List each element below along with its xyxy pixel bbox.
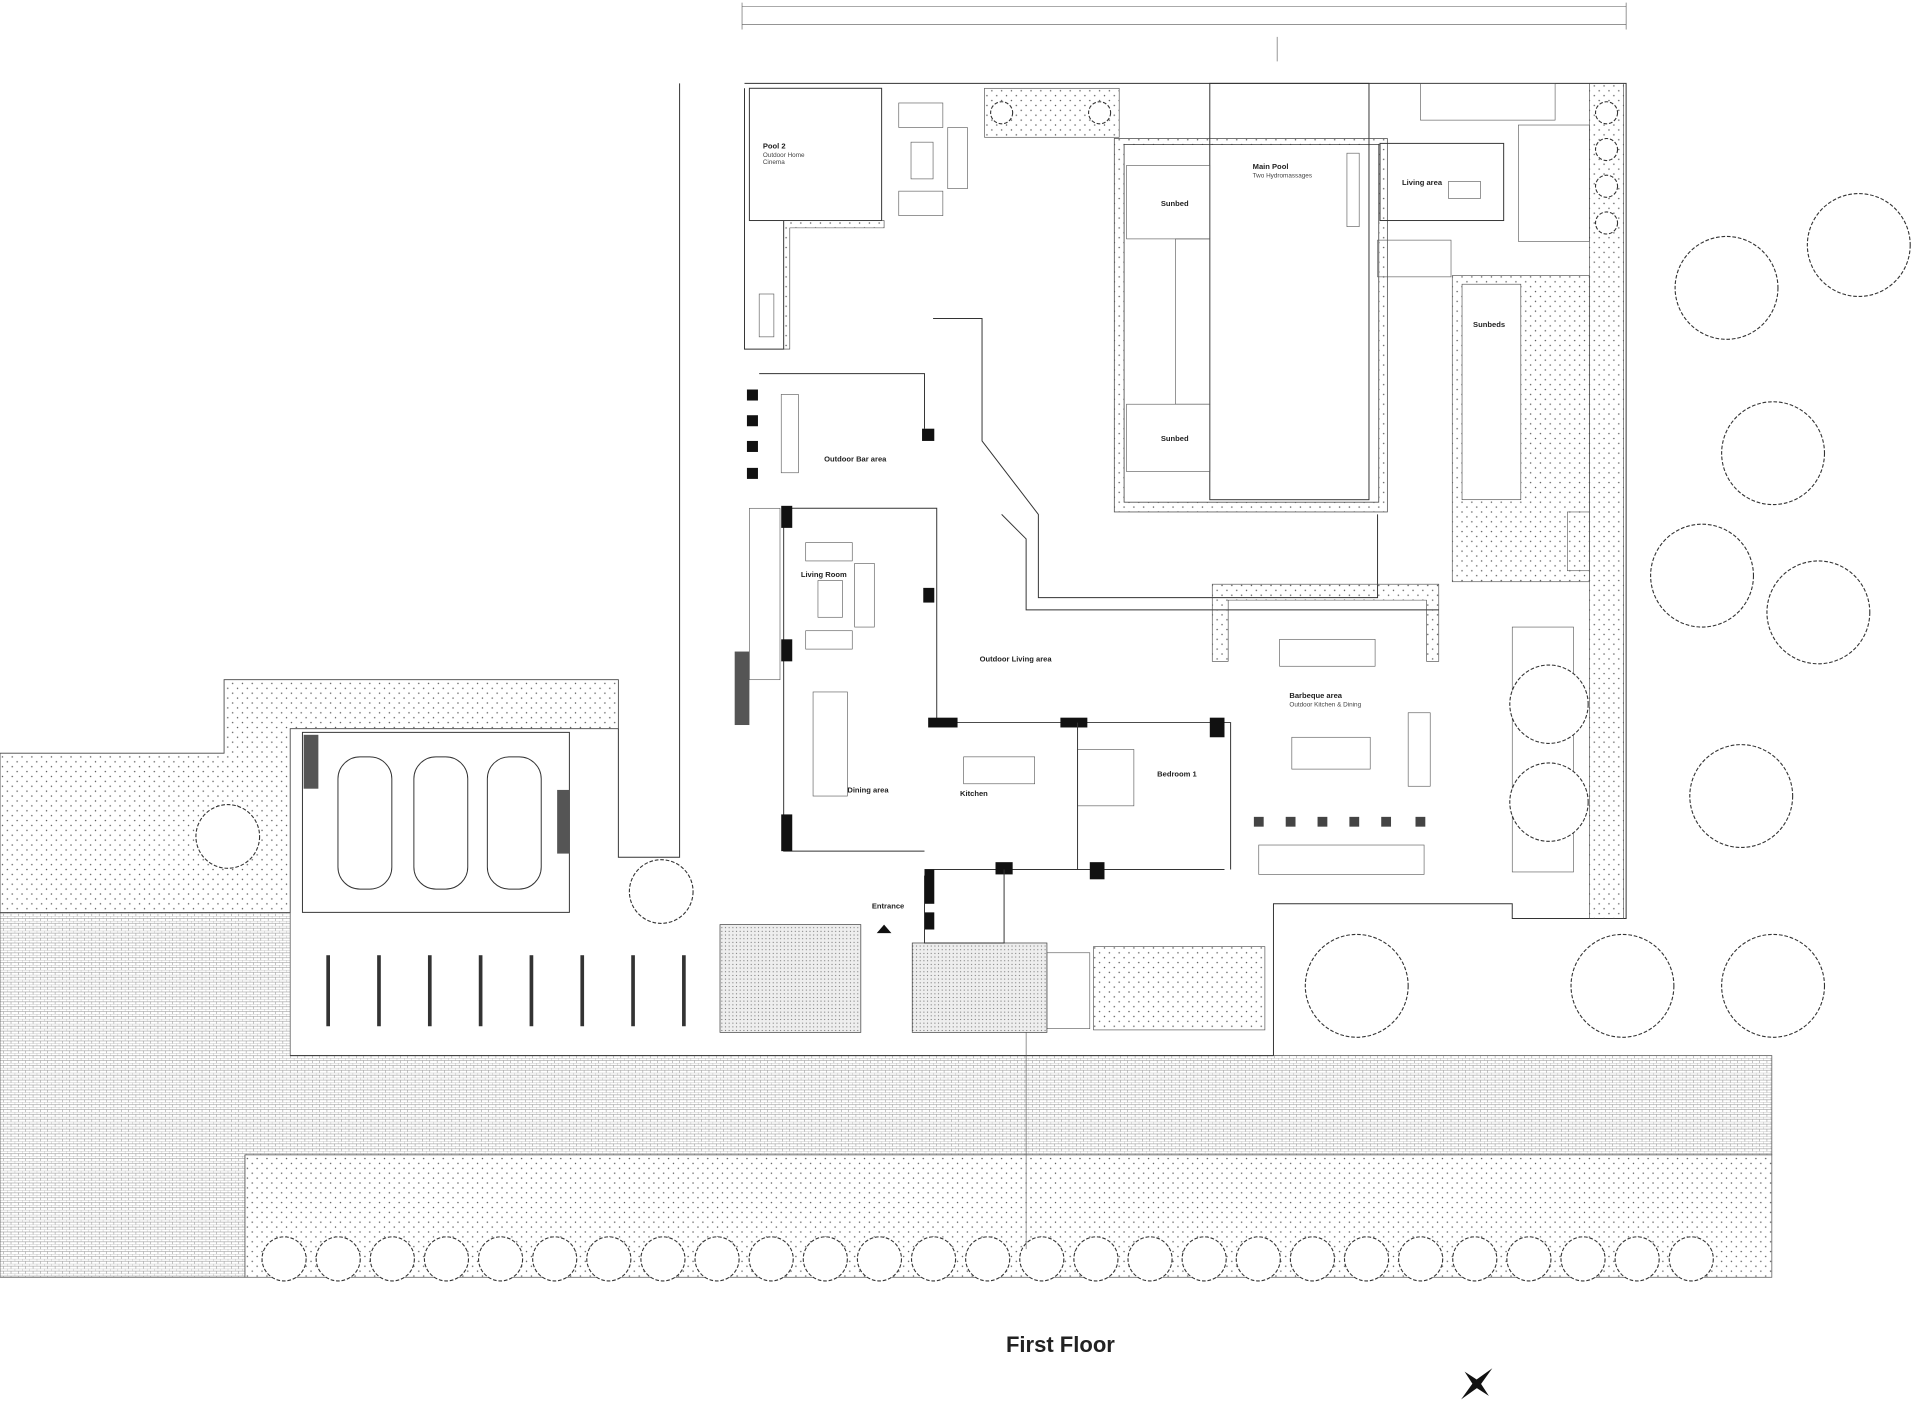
column-icon [1349, 816, 1360, 827]
column-icon [1253, 816, 1264, 827]
column-icon [1415, 816, 1426, 827]
tree-icon [1806, 193, 1911, 297]
column-icon [1381, 816, 1392, 827]
tree-icon [1650, 523, 1755, 628]
tree-icon [1073, 1236, 1119, 1282]
entrance-hatch-left [719, 924, 862, 1033]
parking-stripes [326, 955, 686, 1027]
tree-icon [1019, 1236, 1065, 1282]
tree-icon [1452, 1236, 1498, 1282]
parking-stripe [580, 955, 585, 1027]
tree-icon [1181, 1236, 1227, 1282]
label-barbeque: Barbeque area [1289, 691, 1342, 700]
parking-stripe [377, 955, 381, 1027]
tree-icon [195, 804, 261, 869]
label-dining: Dining area [847, 785, 889, 794]
column-icon [1285, 816, 1296, 827]
tree-icon [965, 1236, 1011, 1282]
tree-icon [1398, 1236, 1444, 1282]
bar-stool-icon [746, 389, 758, 401]
tree-icon [586, 1236, 632, 1282]
label-sunbed: Sunbed [1161, 199, 1189, 208]
tree-icon [1766, 560, 1871, 665]
label-outdoor-living: Outdoor Living area [980, 654, 1053, 663]
parking-stripe [682, 955, 686, 1027]
entrance-hatch-right [911, 942, 1048, 1033]
tree-icon [1570, 933, 1675, 1038]
bar-stool-icon [746, 467, 758, 479]
tree-icon [1506, 1236, 1552, 1282]
column-icon [1317, 816, 1328, 827]
north-arrow-icon [1461, 1368, 1493, 1400]
tree-icon [1668, 1236, 1714, 1282]
tree-icon [1235, 1236, 1281, 1282]
parking-stripe [326, 955, 330, 1027]
label-sunbed: Sunbed [1161, 434, 1189, 443]
label-pool2: Pool 2 [763, 141, 786, 150]
parking-stripe [427, 955, 432, 1027]
tree-icon [640, 1236, 686, 1282]
label-living-area: Living area [1402, 178, 1443, 187]
plan-title: First Floor [1006, 1332, 1115, 1357]
tree-icon [1304, 933, 1409, 1038]
dimension-lines [741, 2, 1627, 62]
label-living-room: Living Room [801, 570, 847, 579]
garden-left [0, 679, 619, 913]
tree-icon [1289, 1236, 1336, 1282]
tree-icon [261, 1236, 307, 1282]
tree-icon [1343, 1236, 1390, 1282]
tree-icon [694, 1236, 740, 1282]
tree-icon [532, 1236, 578, 1282]
bar-stool-icon [746, 415, 758, 427]
label-barbeque-sub: Outdoor Kitchen & Dining [1289, 702, 1361, 709]
tree-icon [369, 1236, 415, 1282]
tree-icon [856, 1236, 903, 1282]
label-bedroom1: Bedroom 1 [1157, 769, 1197, 778]
label-pool2-sub: Outdoor Home [763, 152, 805, 159]
tree-icon [1721, 933, 1826, 1038]
tree-icon [1560, 1236, 1606, 1282]
label-sunbeds: Sunbeds [1473, 320, 1505, 329]
tree-icon [1721, 401, 1826, 506]
parking-stripe [631, 955, 635, 1027]
tree-icon [628, 859, 694, 924]
label-kitchen: Kitchen [960, 789, 988, 798]
tree-icon [423, 1236, 470, 1282]
street-trees [261, 1236, 1714, 1282]
label-pool2-sub2: Cinema [763, 159, 785, 166]
bar-stool-icon [746, 440, 758, 452]
label-outdoor-bar: Outdoor Bar area [824, 455, 887, 464]
tree-icon [1614, 1236, 1660, 1282]
tree-icon [748, 1236, 794, 1282]
tree-icon [802, 1236, 848, 1282]
label-entrance: Entrance [872, 902, 904, 911]
parking-stripe [529, 955, 534, 1027]
tree-icon [1689, 744, 1794, 849]
parking-stripe [478, 955, 483, 1027]
label-main-pool: Main Pool [1253, 162, 1289, 171]
tree-icon [315, 1236, 361, 1282]
tree-icon [477, 1236, 524, 1282]
tree-icon [1127, 1236, 1173, 1282]
tree-icon [1674, 235, 1779, 340]
label-main-pool-sub: Two Hydromassages [1253, 173, 1312, 180]
tree-icon [910, 1236, 957, 1282]
cars [337, 756, 542, 890]
